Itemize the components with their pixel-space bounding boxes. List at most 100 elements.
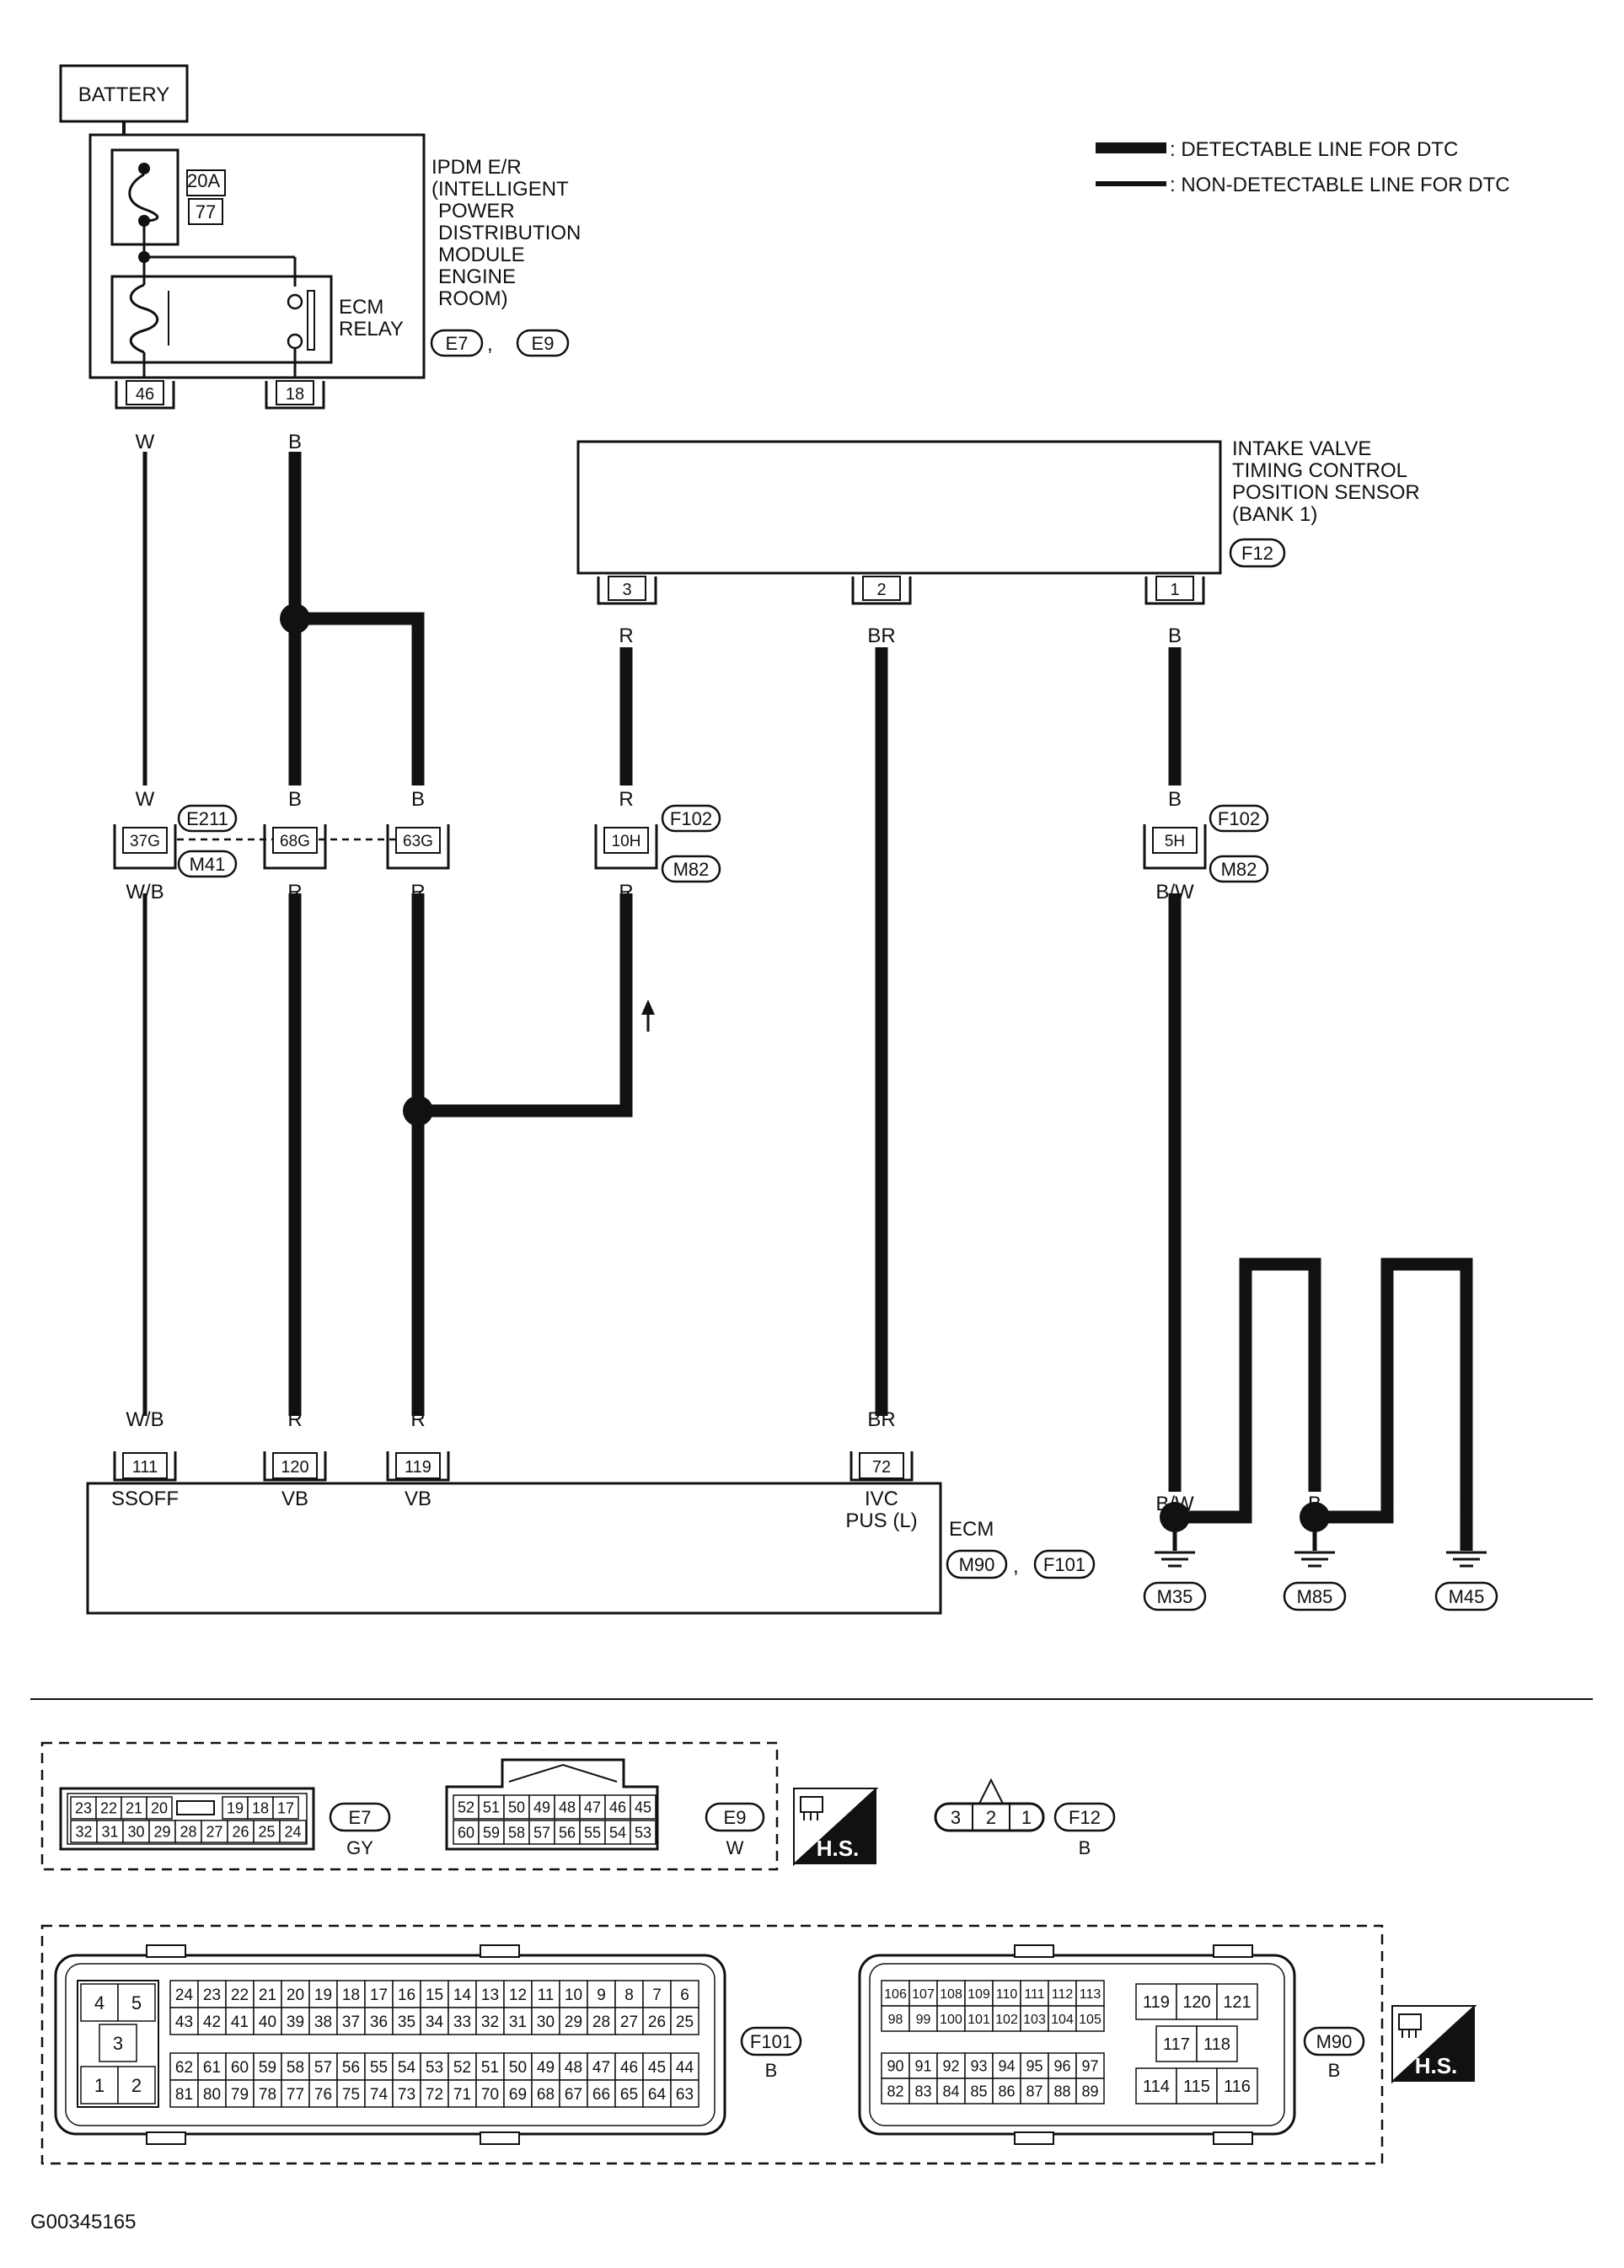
pin-cell bbox=[1048, 2005, 1077, 2032]
battery-label: BATTERY bbox=[78, 83, 169, 106]
pin-number: 13 bbox=[481, 1987, 499, 2004]
pin-number: 21 bbox=[126, 1799, 142, 1816]
pin-number: 111 bbox=[1024, 1987, 1044, 2002]
pin-number: 59 bbox=[259, 2059, 276, 2077]
pin-cell bbox=[222, 1796, 249, 1820]
wire-label: R bbox=[619, 881, 633, 903]
pin-number: 22 bbox=[231, 1987, 249, 2004]
pin-number: 53 bbox=[635, 1824, 651, 1841]
pin-cell bbox=[908, 2052, 938, 2079]
pin-cell bbox=[420, 2007, 449, 2035]
fuse-rating: 20A bbox=[187, 170, 220, 191]
svg-text:3: 3 bbox=[622, 581, 631, 599]
ipdm-connector-e9-label: E9 bbox=[532, 333, 555, 354]
svg-text:63G: 63G bbox=[403, 833, 433, 850]
pin-cell bbox=[531, 1980, 560, 2008]
pin-cell bbox=[253, 1980, 282, 2008]
pin-cell bbox=[478, 1820, 505, 1845]
pin-number: 121 bbox=[1223, 1993, 1251, 2012]
ecm-pin-name: VB bbox=[405, 1488, 431, 1510]
ecm-relay-box bbox=[110, 275, 333, 364]
pin-number: 81 bbox=[175, 2086, 193, 2104]
pin-number: 14 bbox=[453, 1987, 472, 2004]
pin-number: 28 bbox=[592, 2013, 610, 2031]
wire-label: B bbox=[1308, 1493, 1321, 1515]
pin-cell bbox=[364, 2079, 394, 2108]
pin-cell bbox=[253, 2079, 282, 2108]
pin-number: 42 bbox=[203, 2013, 221, 2031]
pin-cell bbox=[670, 2052, 699, 2081]
wire-label: B bbox=[1460, 1493, 1473, 1515]
pin-cell bbox=[559, 2079, 588, 2108]
connector-m41-label: M41 bbox=[190, 854, 226, 875]
pin-number: 104 bbox=[1051, 2013, 1074, 2027]
sensor-pin-1: 1 bbox=[1144, 576, 1205, 605]
pin-number: 5 bbox=[131, 1992, 142, 2013]
pin-number: 63 bbox=[676, 2086, 694, 2104]
pin-number: 68 bbox=[537, 2086, 555, 2104]
connector-view-m90-id: M90 bbox=[1316, 2031, 1353, 2052]
ground-m85: M85 bbox=[1283, 1551, 1347, 1611]
pin-cell bbox=[614, 2007, 644, 2035]
pin-number: 30 bbox=[127, 1823, 144, 1840]
ipdm-title-7: ROOM) bbox=[438, 287, 508, 310]
pin-cell bbox=[478, 1794, 505, 1820]
pin-number: 18 bbox=[342, 1987, 360, 2004]
pin-cell bbox=[169, 1980, 199, 2008]
pin-number: 24 bbox=[175, 1987, 194, 2004]
pin-number: 77 bbox=[287, 2086, 304, 2104]
pin-number: 95 bbox=[1026, 2057, 1042, 2074]
pin-cell bbox=[281, 2079, 310, 2108]
sensor-title-2: TIMING CONTROL bbox=[1232, 459, 1407, 482]
harness-side-icon: H.S. bbox=[1391, 2005, 1477, 2084]
figure-id: G00345165 bbox=[30, 2211, 136, 2233]
ground-label: M45 bbox=[1449, 1586, 1485, 1607]
pin-cell bbox=[992, 2005, 1021, 2032]
pin-number: 43 bbox=[175, 2013, 193, 2031]
splice-r bbox=[403, 1096, 433, 1126]
pin-number: 53 bbox=[426, 2059, 443, 2077]
connector-view-f101-color: B bbox=[765, 2060, 778, 2081]
connector-view-f12: 3 2 1 F12 B bbox=[934, 1777, 1116, 1858]
pin-number: 17 bbox=[277, 1799, 294, 1816]
pin-number: 117 bbox=[1163, 2035, 1190, 2054]
pin-number: 85 bbox=[970, 2083, 987, 2099]
ecm-pin-name: IVC bbox=[865, 1488, 898, 1510]
pin-number: 41 bbox=[231, 2013, 249, 2031]
pin-number: 23 bbox=[203, 1987, 221, 2004]
battery-box bbox=[59, 64, 189, 123]
pin-number: 93 bbox=[970, 2057, 987, 2074]
pin-number: 31 bbox=[509, 2013, 527, 2031]
ecm-pin-120: 120 bbox=[263, 1451, 327, 1482]
pin-number: 33 bbox=[453, 2013, 471, 2031]
pin-number: 4 bbox=[94, 1992, 105, 2013]
pin-number: 10 bbox=[565, 1987, 582, 2004]
wire-runs bbox=[142, 452, 1473, 1551]
wire-label: BR bbox=[867, 625, 895, 647]
pin-number: 108 bbox=[940, 1987, 962, 2002]
connector-e211 bbox=[177, 804, 238, 833]
pin-cell bbox=[579, 1794, 606, 1820]
pin-cell bbox=[964, 2005, 994, 2032]
pin-number: 6 bbox=[680, 1987, 689, 2004]
pin-number: 7 bbox=[652, 1987, 662, 2004]
pin-number: 38 bbox=[314, 2013, 332, 2031]
pin-cell bbox=[503, 2079, 533, 2108]
pin-number: 82 bbox=[887, 2083, 903, 2099]
legend-non-detectable: : NON-DETECTABLE LINE FOR DTC bbox=[1170, 174, 1510, 196]
connector-f102-a-label: F102 bbox=[670, 808, 712, 829]
wire-label: B/W bbox=[1155, 881, 1194, 903]
pin-number: 8 bbox=[624, 1987, 634, 2004]
svg-text:46: 46 bbox=[136, 385, 154, 404]
joint-pin-5h: 5H bbox=[1143, 824, 1207, 870]
ecm-connector-m90-label: M90 bbox=[959, 1554, 995, 1575]
pin-number: 35 bbox=[398, 2013, 415, 2031]
pin-number: 80 bbox=[203, 2086, 221, 2104]
pin-number: 83 bbox=[914, 2083, 931, 2099]
pin-cell bbox=[528, 1794, 555, 1820]
pin-cell bbox=[908, 1980, 938, 2007]
ecm-title: ECM bbox=[949, 1518, 994, 1541]
sensor-title-3: POSITION SENSOR bbox=[1232, 481, 1420, 504]
